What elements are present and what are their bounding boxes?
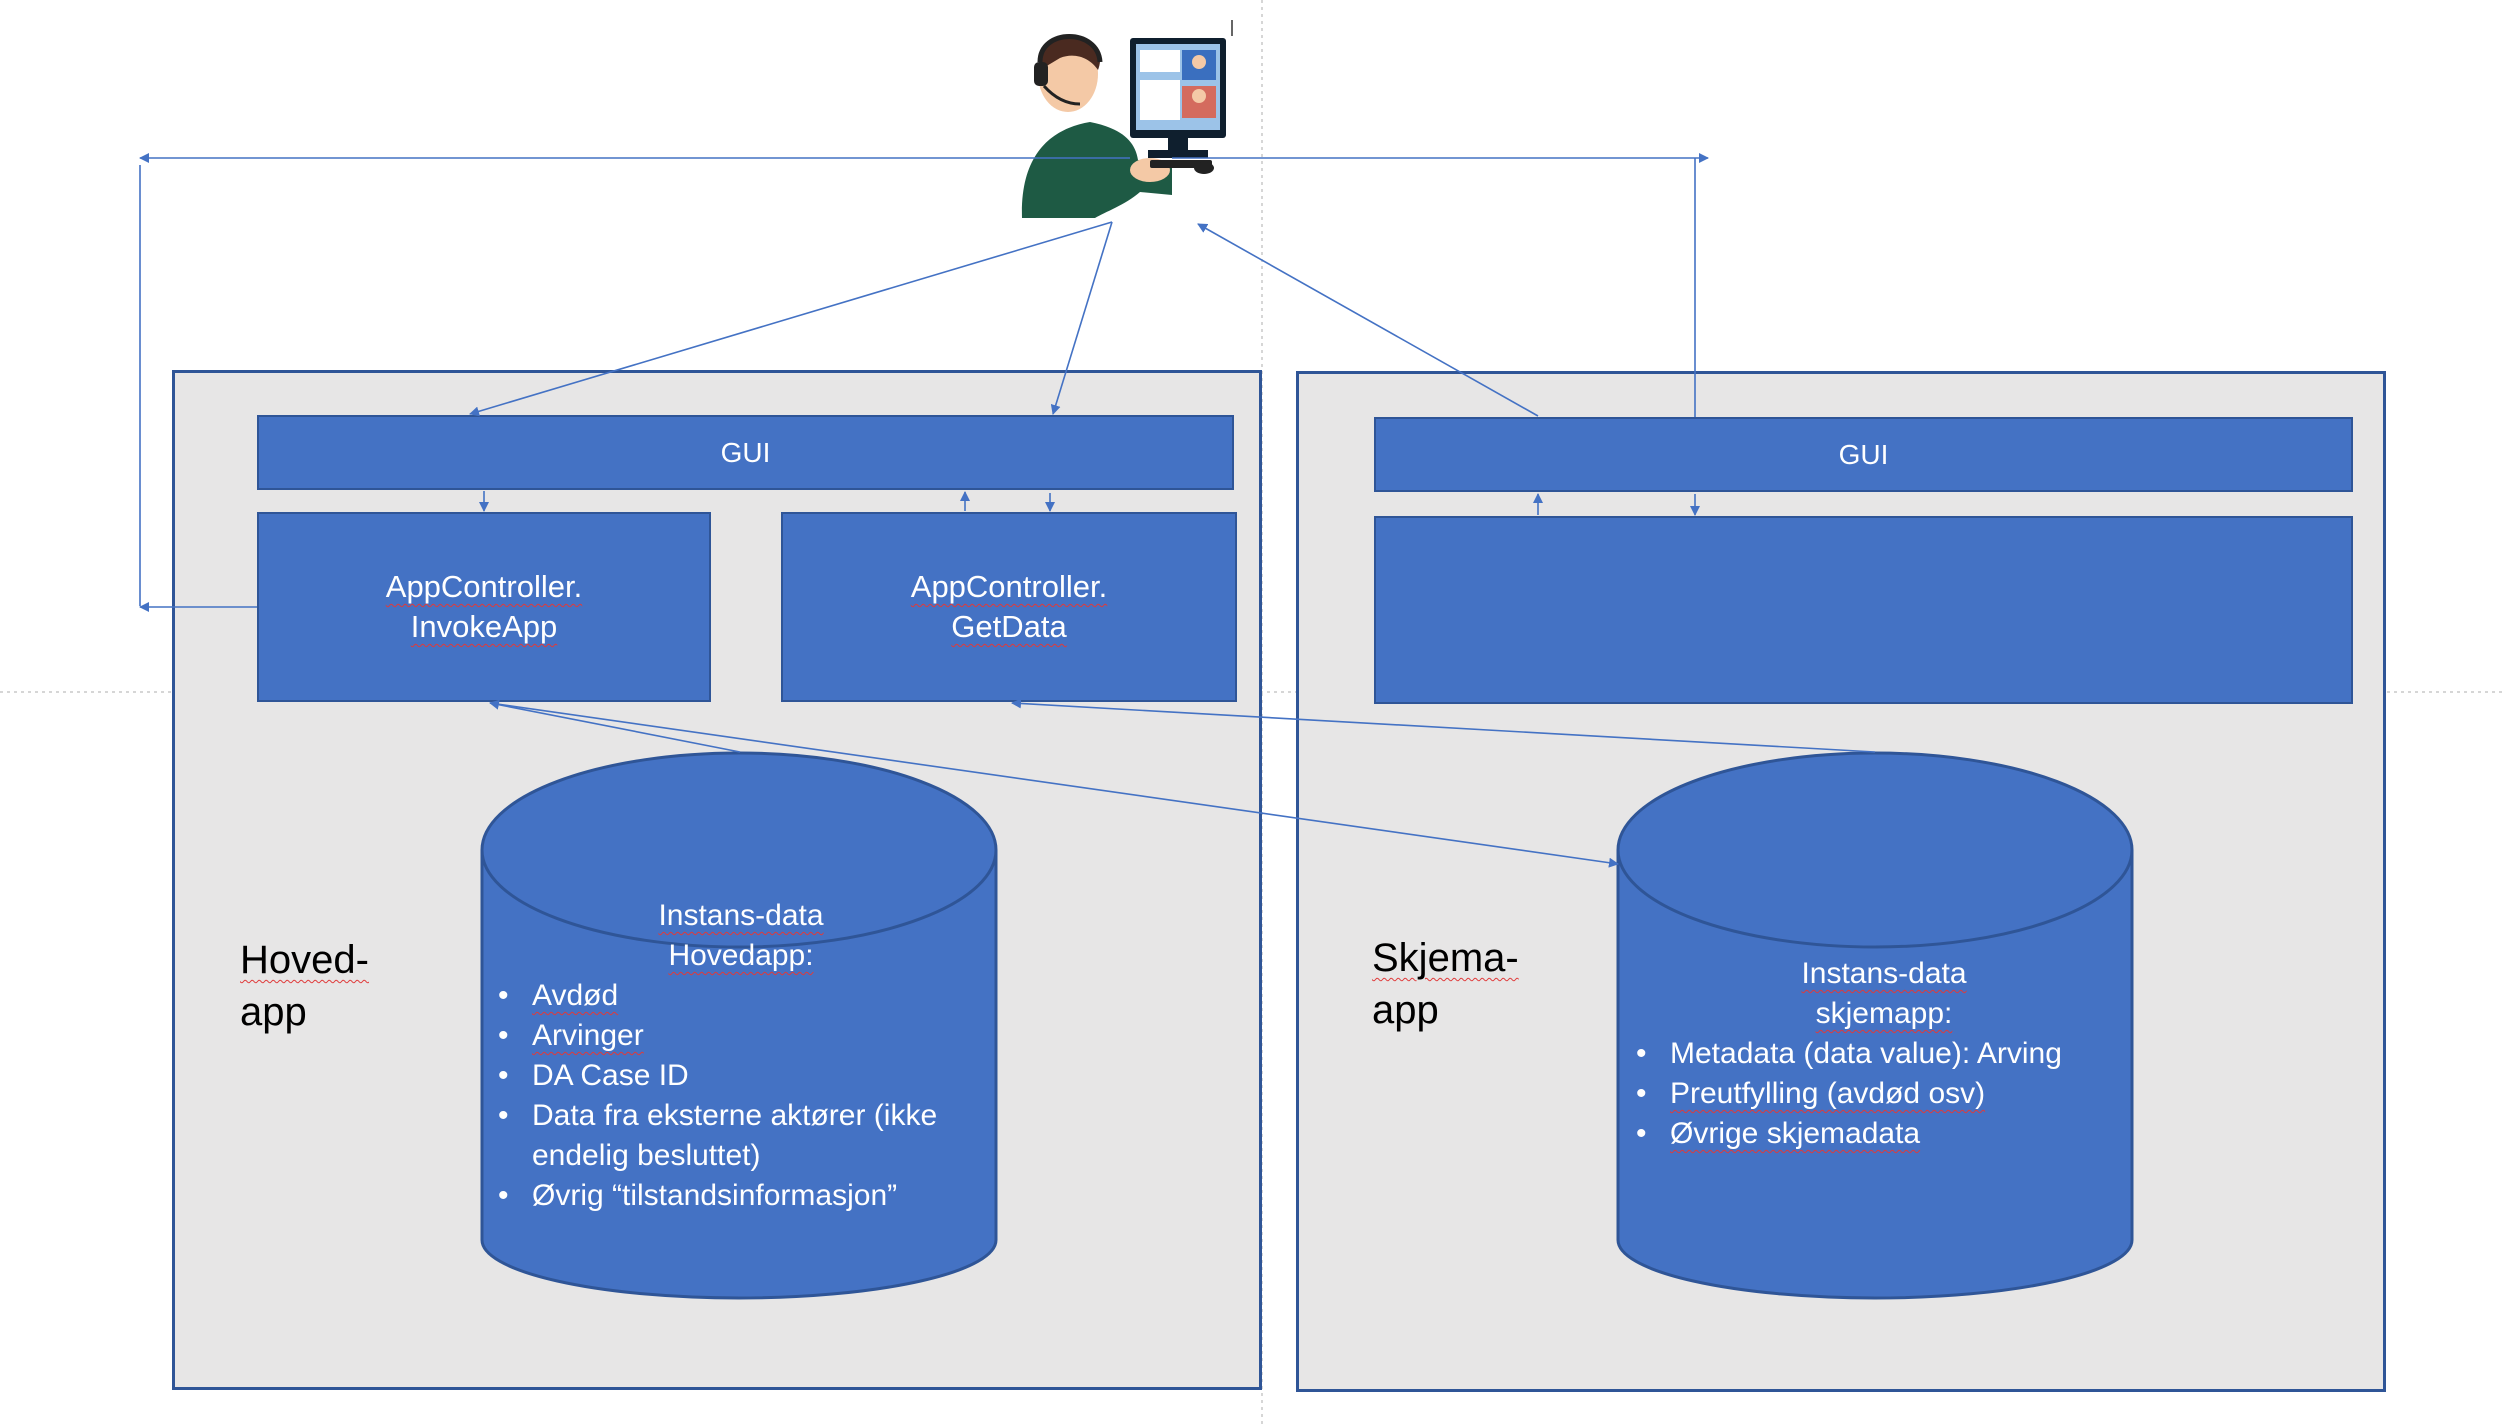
skjemaapp-db-list: Metadata (data value): Arving Preutfylli… — [1634, 1034, 2134, 1154]
invokeapp-line1: AppController. — [385, 569, 583, 604]
appcontroller-getdata-box: AppController. GetData — [781, 512, 1237, 702]
appcontroller-invokeapp-box: AppController. InvokeApp — [257, 512, 711, 702]
invokeapp-line2: InvokeApp — [410, 609, 558, 644]
list-item: Avdød — [496, 976, 986, 1016]
user-to-gui-left — [469, 221, 1113, 417]
skjemaapp-gui-box: GUI — [1374, 417, 2353, 492]
skjema-db-to-getdata — [1011, 698, 1876, 753]
support-agent-at-computer-icon — [1021, 20, 1233, 218]
hovedapp-db-title-line1: Instans-data — [658, 899, 824, 932]
skjemaapp-controller-box — [1374, 516, 2353, 704]
skjemaapp-db-title-line1: Instans-data — [1801, 957, 1967, 990]
skjemaapp-database-cylinder — [1616, 751, 2134, 1300]
hovedapp-label-line2: app — [240, 990, 307, 1034]
hovedapp-db-title-line2: Hovedapp: — [668, 939, 814, 972]
list-item: Arvinger — [496, 1016, 986, 1056]
list-item: Preutfylling (avdød osv) — [1634, 1074, 2134, 1114]
list-item: Metadata (data value): Arving — [1634, 1034, 2134, 1074]
skjemaapp-gui-label: GUI — [1838, 438, 1889, 470]
skjemaapp-label: Skjema- app — [1372, 932, 1519, 1036]
list-item: DA Case ID — [496, 1056, 986, 1096]
hovedapp-db-list: Avdød Arvinger DA Case ID Data fra ekste… — [496, 976, 986, 1216]
connectors — [139, 153, 1876, 868]
getdata-line1: AppController. — [910, 569, 1108, 604]
hoved-db-to-invokeapp — [489, 699, 741, 753]
list-item: Data fra eksterne aktører (ikke endelig … — [496, 1096, 986, 1176]
skjemaapp-db-title: Instans-data skjemapp: — [1634, 954, 2134, 1034]
hovedapp-db-title: Instans-data Hovedapp: — [496, 896, 986, 976]
skjemaapp-db-text: Instans-data skjemapp: Metadata (data va… — [1634, 954, 2134, 1154]
invokeapp-to-skjema-db — [489, 702, 1619, 868]
getdata-line2: GetData — [951, 609, 1067, 644]
hovedapp-gui-label: GUI — [720, 436, 771, 468]
hovedapp-db-text: Instans-data Hovedapp: Avdød Arvinger DA… — [496, 896, 986, 1216]
skjemaapp-db-title-line2: skjemapp: — [1815, 997, 1953, 1030]
hovedapp-label-line1: Hoved- — [240, 938, 369, 982]
list-item: Øvrig “tilstandsinformasjon” — [496, 1176, 986, 1216]
hovedapp-gui-box: GUI — [257, 415, 1234, 490]
skjema-gui-to-user — [1197, 223, 1539, 417]
hovedapp-label: Hoved- app — [240, 934, 369, 1038]
skjemaapp-label-line2: app — [1372, 988, 1439, 1032]
user-to-gui-right — [1050, 221, 1113, 415]
skjemaapp-label-line1: Skjema- — [1372, 936, 1519, 980]
list-item: Øvrige skjemadata — [1634, 1114, 2134, 1154]
